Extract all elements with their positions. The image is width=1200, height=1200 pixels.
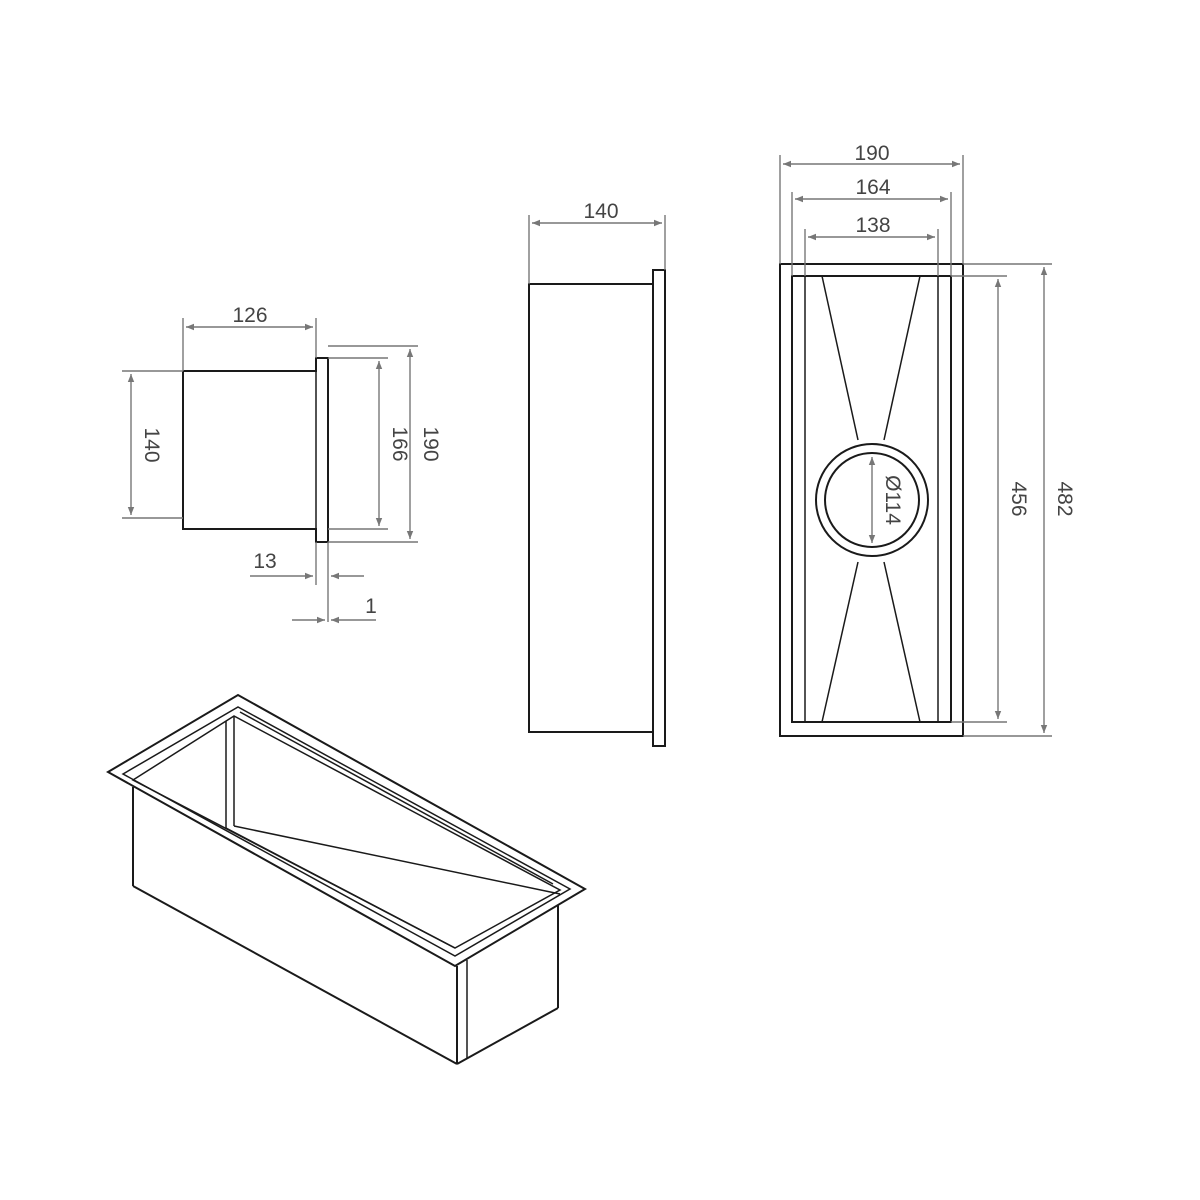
isometric-view: [105, 693, 588, 1065]
dim-side-flange-gap: 13: [250, 542, 364, 622]
dim-front-depth: 140: [528, 200, 666, 284]
front-view-body: [528, 283, 654, 733]
dim-top-drain-diameter: Ø114: [868, 457, 904, 543]
dim-top-inner-width-label: 138: [855, 214, 890, 237]
side-view: 126 140 166 190 13: [122, 304, 442, 624]
dim-top-outer-length-label: 482: [1053, 481, 1076, 516]
dim-side-body-height: 140: [122, 370, 183, 519]
side-view-body-outline: [182, 357, 329, 543]
dim-top-drain-diameter-label: Ø114: [881, 475, 904, 525]
dim-top-inner-length-label: 456: [1007, 481, 1030, 516]
top-view: Ø114 190 164 138 456: [779, 142, 1076, 737]
iso-body: [132, 787, 559, 1065]
dim-side-flange-inner: 166: [328, 357, 411, 530]
iso-opening: [131, 715, 562, 949]
dim-side-body-height-label: 140: [140, 427, 163, 462]
dim-front-depth-label: 140: [583, 200, 618, 223]
dim-side-top-width-label: 126: [232, 304, 267, 327]
dim-top-mid-width: 164: [791, 176, 952, 276]
dim-side-flange-outer: 190: [328, 345, 442, 543]
top-view-drain-outer: [815, 443, 929, 557]
dim-top-inner-length: 456: [951, 275, 1030, 723]
front-view-flange: [652, 269, 666, 747]
top-view-slope-lines: [821, 275, 921, 723]
front-view: 140: [528, 200, 666, 747]
dim-top-outer-width: 190: [779, 142, 964, 264]
dim-top-outer-width-label: 190: [854, 142, 889, 165]
iso-flange-outer: [105, 693, 588, 968]
dim-top-outer-length: 482: [963, 263, 1076, 737]
top-view-outer-rim: [779, 263, 964, 737]
dim-top-inner-width: 138: [804, 214, 939, 276]
dim-side-flange-gap-label: 13: [253, 550, 276, 573]
dim-top-mid-width-label: 164: [855, 176, 890, 199]
dim-side-flange-inner-label: 166: [388, 426, 411, 461]
top-view-drain-inner: [824, 452, 920, 548]
dim-side-flange-thickness: 1: [292, 595, 377, 624]
top-view-inner-rim: [791, 275, 952, 723]
dim-side-flange-outer-label: 190: [419, 426, 442, 461]
iso-flange-inner: [121, 706, 572, 957]
dim-side-top-width: 126: [182, 304, 317, 371]
dim-side-flange-thickness-label: 1: [365, 595, 377, 618]
